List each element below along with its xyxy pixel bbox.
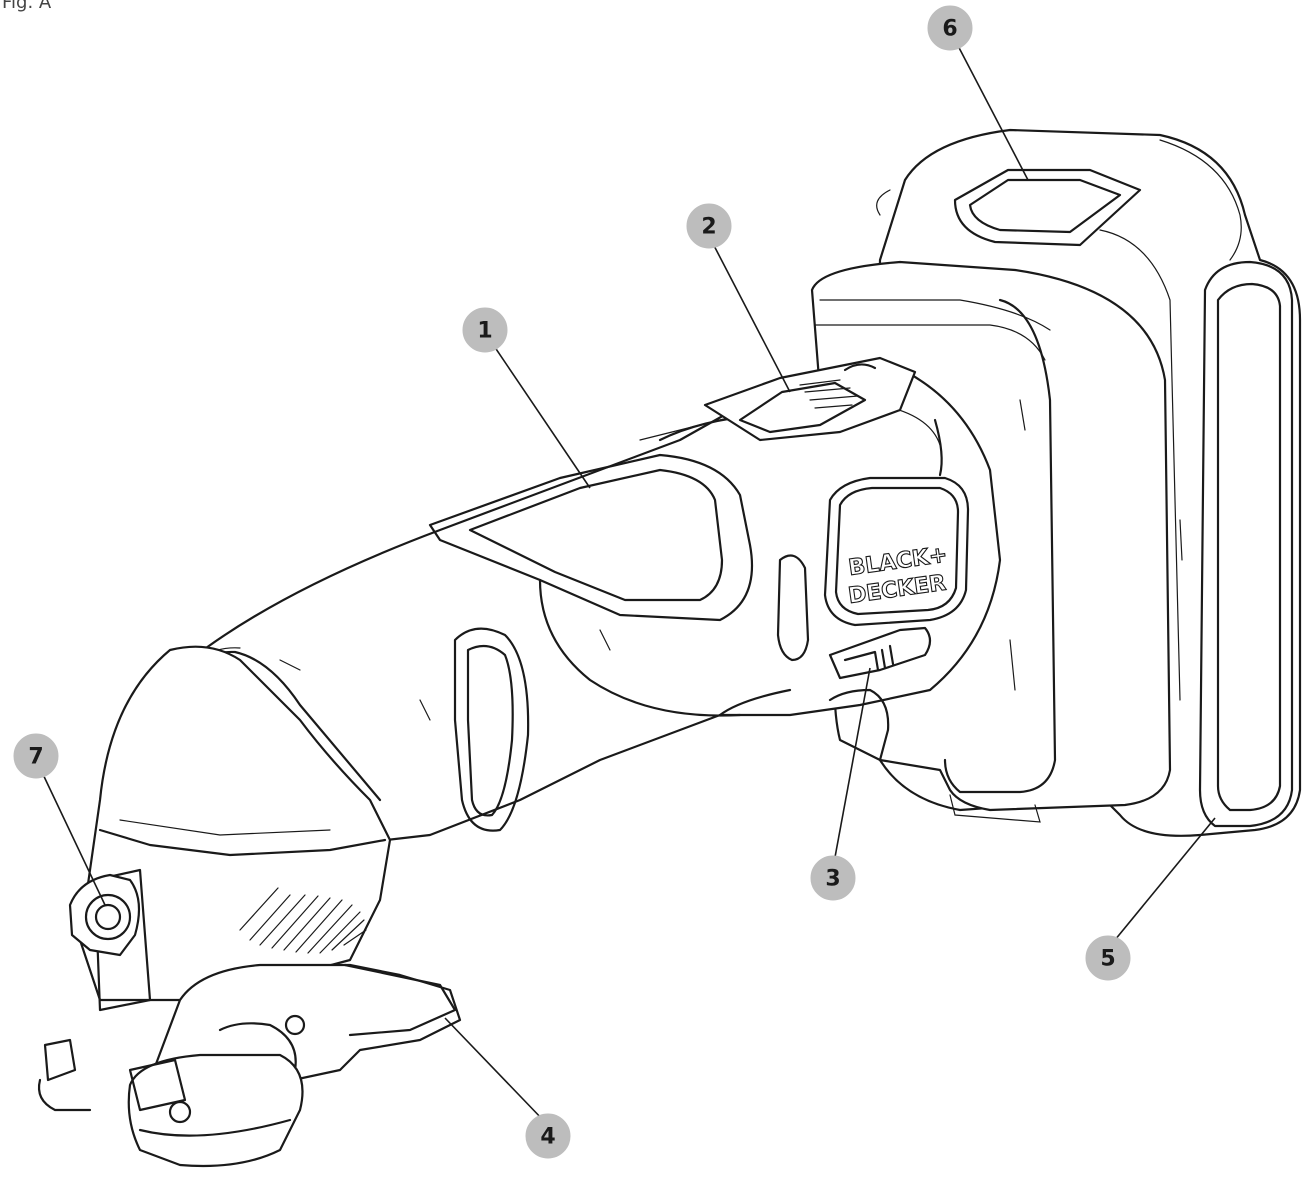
callout-5-number: 5 [1100, 947, 1115, 972]
power-switch [828, 626, 932, 762]
callout-3-number: 3 [825, 867, 840, 892]
callout-6-number: 6 [942, 17, 957, 42]
brand-logo-plate: BLACK+ DECKER [823, 476, 970, 627]
callout-2-number: 2 [701, 215, 716, 240]
callout-1-number: 1 [477, 319, 492, 344]
callout-4-number: 4 [540, 1125, 555, 1150]
callout-5: 5 [1085, 935, 1131, 981]
callout-1: 1 [462, 307, 508, 353]
callout-4: 4 [525, 1113, 571, 1159]
callout-2: 2 [686, 203, 732, 249]
callout-leader-lines [39, 39, 1216, 1123]
callout-6: 6 [927, 5, 973, 51]
tool-head [37, 645, 462, 1168]
figure-label: Fig. A [2, 0, 52, 13]
speed-dial [703, 356, 917, 442]
callout-3: 3 [810, 855, 856, 901]
callout-7-number: 7 [28, 745, 43, 770]
callout-7: 7 [13, 733, 59, 779]
